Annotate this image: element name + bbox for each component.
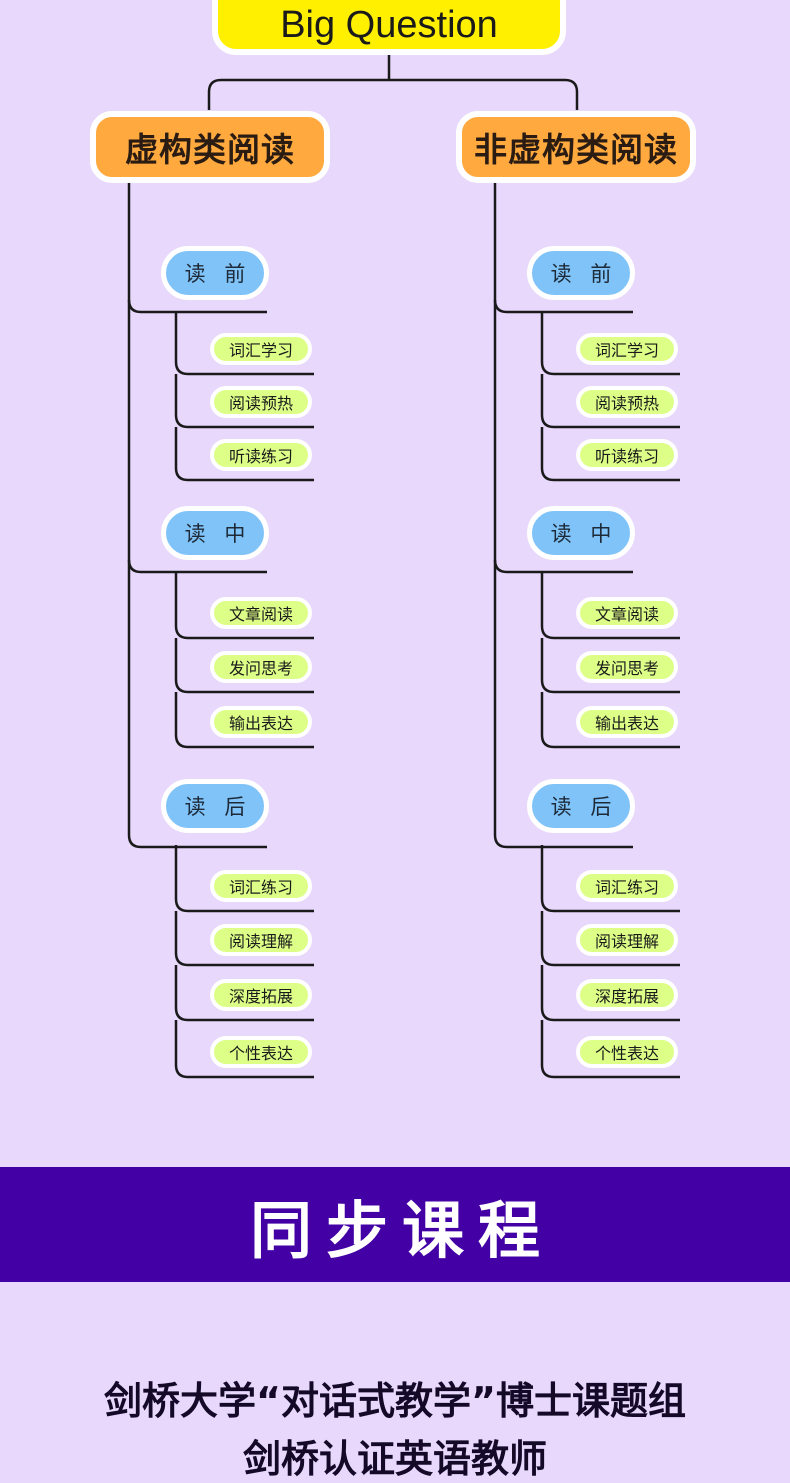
root-node-big-question: Big Question — [212, 0, 566, 55]
topic-leaf: 输出表达 — [576, 706, 678, 738]
tree-connector-lines — [127, 55, 680, 1079]
topic-leaf: 词汇学习 — [576, 333, 678, 365]
topic-leaf: 输出表达 — [210, 706, 312, 738]
topic-leaf: 发问思考 — [576, 651, 678, 683]
category-label: 非虚构类阅读 — [474, 130, 678, 169]
topic-leaf: 文章阅读 — [210, 597, 312, 629]
phase-label: 读 后 — [184, 795, 252, 819]
phase-label: 读 前 — [550, 262, 618, 286]
topic-leaf: 深度拓展 — [210, 979, 312, 1011]
phase-label: 读 前 — [184, 262, 252, 286]
category-node-0: 虚构类阅读 — [90, 111, 330, 183]
footer-line-2: 剑桥认证英语教师 — [242, 1437, 547, 1481]
phase-node-1-1: 读 中 — [527, 506, 635, 560]
topic-leaf-label: 听读练习 — [228, 447, 293, 466]
topic-leaf-label: 阅读预热 — [228, 394, 293, 413]
topic-leaf: 发问思考 — [210, 651, 312, 683]
footer-line-1: 剑桥大学“对话式教学”博士课题组 — [104, 1379, 686, 1423]
category-node-1: 非虚构类阅读 — [456, 111, 696, 183]
topic-leaf: 词汇练习 — [576, 870, 678, 902]
topic-leaf: 词汇学习 — [210, 333, 312, 365]
topic-leaf: 个性表达 — [576, 1036, 678, 1068]
topic-leaf: 听读练习 — [576, 439, 678, 471]
topic-leaf: 阅读理解 — [210, 924, 312, 956]
topic-leaf-label: 听读练习 — [594, 447, 659, 466]
phase-node-0-1: 读 中 — [161, 506, 269, 560]
topic-leaf-label: 输出表达 — [594, 714, 659, 733]
topic-leaf-label: 词汇学习 — [228, 341, 293, 360]
topic-leaf-label: 个性表达 — [228, 1044, 293, 1063]
root-node-label: Big Question — [280, 4, 498, 46]
topic-leaf-label: 词汇学习 — [594, 341, 659, 360]
banner-title: 同步课程 — [249, 1193, 554, 1267]
topic-leaf-label: 词汇练习 — [228, 878, 293, 897]
topic-leaf: 词汇练习 — [210, 870, 312, 902]
topic-leaf-label: 词汇练习 — [594, 878, 659, 897]
phase-node-0-0: 读 前 — [161, 246, 269, 300]
topic-leaf: 听读练习 — [210, 439, 312, 471]
topic-leaf-label: 发问思考 — [594, 659, 659, 678]
topic-leaf-label: 深度拓展 — [594, 987, 659, 1006]
topic-leaf: 个性表达 — [210, 1036, 312, 1068]
topic-leaf: 阅读预热 — [210, 386, 312, 418]
phase-node-0-2: 读 后 — [161, 779, 269, 833]
phase-label: 读 后 — [550, 795, 618, 819]
phase-label: 读 中 — [184, 522, 252, 546]
topic-leaf: 阅读理解 — [576, 924, 678, 956]
topic-leaf-label: 阅读预热 — [594, 394, 659, 413]
topic-leaf-label: 输出表达 — [228, 714, 293, 733]
topic-leaf-label: 深度拓展 — [228, 987, 293, 1006]
topic-leaf-label: 发问思考 — [228, 659, 293, 678]
topic-leaf-label: 文章阅读 — [594, 605, 659, 624]
topic-leaf-label: 阅读理解 — [228, 932, 293, 951]
topic-leaf-label: 阅读理解 — [594, 932, 659, 951]
phase-node-1-0: 读 前 — [527, 246, 635, 300]
category-label: 虚构类阅读 — [125, 130, 295, 169]
phase-label: 读 中 — [550, 522, 618, 546]
phase-node-1-2: 读 后 — [527, 779, 635, 833]
topic-leaf: 阅读预热 — [576, 386, 678, 418]
topic-leaf-label: 个性表达 — [594, 1044, 659, 1063]
topic-leaf: 深度拓展 — [576, 979, 678, 1011]
section-banner: 同步课程 — [0, 1167, 790, 1282]
topic-leaf-label: 文章阅读 — [228, 605, 293, 624]
topic-leaf: 文章阅读 — [576, 597, 678, 629]
